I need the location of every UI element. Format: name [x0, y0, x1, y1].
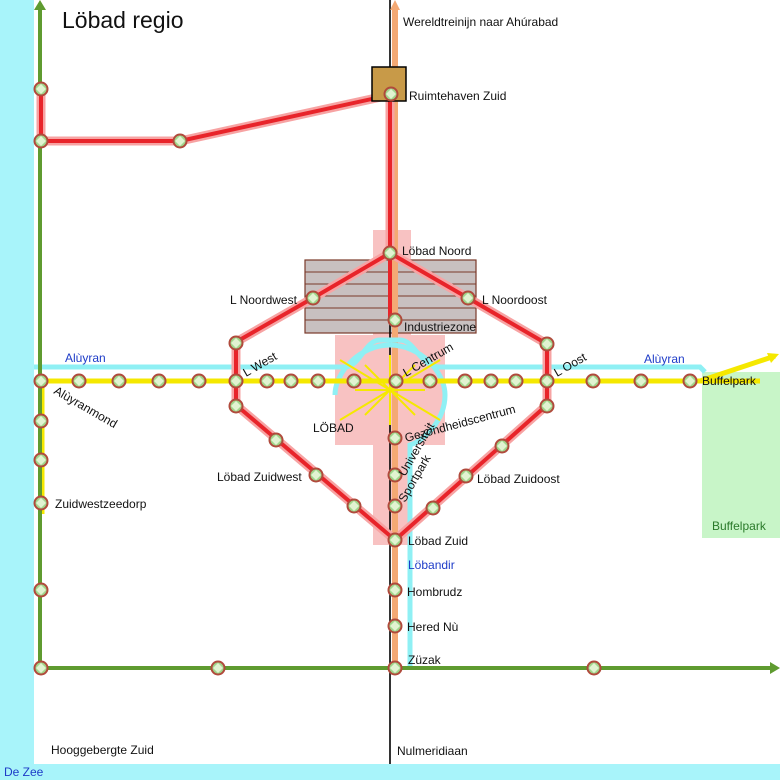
label-lobad-zuid: Löbad Zuid [408, 534, 468, 548]
station-red-sw-1[interactable] [268, 432, 284, 448]
station-yellow-2[interactable] [111, 373, 127, 389]
station-yellow-14[interactable] [633, 373, 649, 389]
station-l-west[interactable] [228, 373, 244, 389]
station-yellow-12[interactable] [508, 373, 524, 389]
station-industriezone[interactable] [387, 312, 403, 328]
label-l-west: L West [241, 349, 280, 380]
station-yellow-5[interactable] [259, 373, 275, 389]
station-green-south-2[interactable] [586, 660, 602, 676]
station-yellow-3[interactable] [151, 373, 167, 389]
station-zuzak[interactable] [387, 660, 403, 676]
station-aluyranmond-junction[interactable] [33, 373, 49, 389]
station-red-nw-corner[interactable] [228, 335, 244, 351]
sea-south [0, 764, 780, 780]
label-l-noordwest: L Noordwest [230, 293, 298, 307]
station-buffelpark[interactable] [682, 373, 698, 389]
station-zuidwestzeedorp[interactable] [33, 495, 49, 511]
green-line-arrow-east [770, 662, 780, 674]
green-line-arrow-north [34, 0, 46, 10]
station-green-north-2[interactable] [33, 133, 49, 149]
station-lobad-zuid[interactable] [387, 532, 403, 548]
station-lobad-noord[interactable] [382, 245, 398, 261]
station-red-sw-corner[interactable] [228, 398, 244, 414]
station-gezondheidscentrum[interactable] [387, 430, 403, 446]
buffelpark-area [702, 372, 780, 538]
station-green-west-4[interactable] [33, 582, 49, 598]
label-buffelpark-station: Buffelpark [702, 374, 757, 388]
station-red-west[interactable] [172, 133, 188, 149]
station-l-noordwest[interactable] [305, 290, 321, 306]
station-lobad-zuidwest[interactable] [308, 467, 324, 483]
label-lobad-zuidoost: Löbad Zuidoost [477, 472, 560, 486]
label-aluyranmond: Alùyranmond [52, 383, 120, 430]
station-yellow-9[interactable] [422, 373, 438, 389]
station-yellow-7[interactable] [310, 373, 326, 389]
label-lobandir: Löbandir [408, 558, 455, 572]
label-l-noordoost: L Noordoost [482, 293, 548, 307]
label-aluyran-west: Alùyran [65, 351, 106, 365]
label-industriezone: Industriezone [404, 320, 476, 334]
label-aluyran-east: Alùyran [644, 352, 685, 366]
cyan-line[interactable] [34, 337, 707, 668]
label-hooggebergte-zuid: Hooggebergte Zuid [51, 743, 154, 757]
label-lobad-noord: Löbad Noord [402, 244, 471, 258]
station-yellow-11[interactable] [483, 373, 499, 389]
station-aluyranmond[interactable] [33, 413, 49, 429]
station-red-se-corner[interactable] [539, 398, 555, 414]
label-nulmeridiaan: Nulmeridiaan [397, 744, 468, 758]
station-yellow-13[interactable] [585, 373, 601, 389]
station-yellow-4[interactable] [191, 373, 207, 389]
label-wereldtreinijn: Wereldtreinijn naar Ahúrabad [403, 15, 558, 29]
station-hered-nu[interactable] [387, 618, 403, 634]
station-green-sw-corner[interactable] [33, 660, 49, 676]
station-red-se-1[interactable] [494, 438, 510, 454]
label-buffelpark-area: Buffelpark [712, 519, 767, 533]
label-de-zee: De Zee [4, 765, 44, 779]
station-green-west-3[interactable] [33, 452, 49, 468]
station-ruimtehaven-zuid[interactable] [383, 86, 399, 102]
station-l-oost[interactable] [539, 373, 555, 389]
station-green-north-1[interactable] [33, 81, 49, 97]
label-ruimtehaven-zuid: Ruimtehaven Zuid [409, 89, 506, 103]
station-l-noordoost[interactable] [460, 290, 476, 306]
orange-line-arrow [390, 0, 400, 10]
station-red-se-2[interactable] [425, 500, 441, 516]
station-green-south-1[interactable] [210, 660, 226, 676]
sea-west [0, 0, 34, 780]
label-hered-nu: Hered Nù [407, 620, 458, 634]
label-zuzak: Züzak [408, 653, 442, 667]
station-red-sw-2[interactable] [346, 498, 362, 514]
label-hombrudz: Hombrudz [407, 585, 462, 599]
city-spokes [339, 355, 441, 425]
station-yellow-6[interactable] [283, 373, 299, 389]
label-l-oost: L Oost [552, 350, 590, 380]
station-yellow-10[interactable] [457, 373, 473, 389]
map-title: Löbad regio [62, 7, 184, 33]
station-yellow-1[interactable] [71, 373, 87, 389]
station-l-centrum[interactable] [388, 373, 404, 389]
label-lobad-zuidwest: Löbad Zuidwest [217, 470, 302, 484]
station-yellow-8[interactable] [346, 373, 362, 389]
label-zuidwestzeedorp: Zuidwestzeedorp [55, 497, 147, 511]
station-hombrudz[interactable] [387, 582, 403, 598]
station-red-ne-corner[interactable] [539, 336, 555, 352]
station-lobad-zuidoost[interactable] [458, 468, 474, 484]
label-lobad-city: LÖBAD [313, 421, 354, 435]
